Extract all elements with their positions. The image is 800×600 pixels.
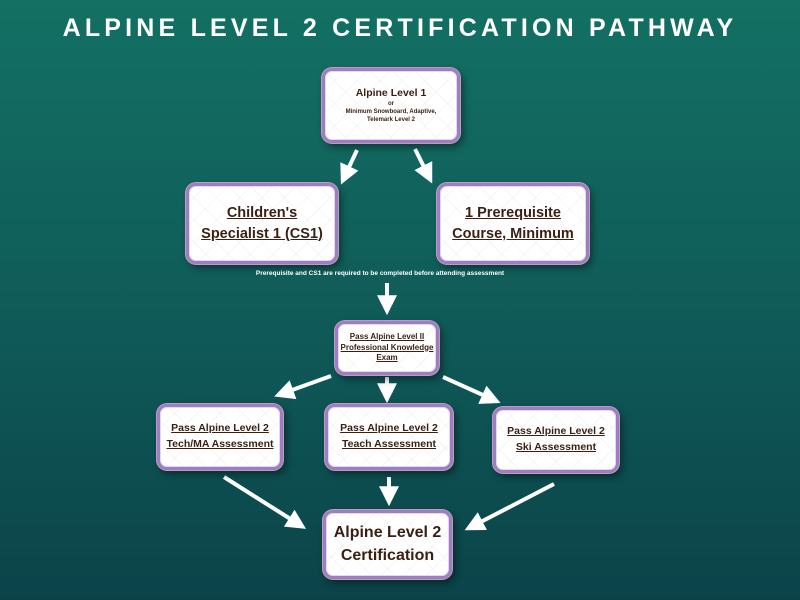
prerequisite-label-line1: 1 Prerequisite (465, 205, 561, 222)
start-alternative-line1: Minimum Snowboard, Adaptive, (345, 109, 437, 116)
arrow-start-to-cs1 (340, 149, 359, 185)
prerequisite-note: Prerequisite and CS1 are required to be … (255, 270, 505, 277)
teach-label-line1: Pass Alpine Level 2 (340, 422, 438, 435)
prerequisite-label-line2: Course, Minimum (452, 225, 574, 242)
exam-label-line3: Exam (376, 353, 398, 363)
tech-label-line2: Tech/MA Assessment (166, 438, 274, 450)
cs1-label-line1: Children's (226, 205, 298, 222)
certification-label-line1: Alpine Level 2 (333, 524, 442, 542)
ski-label-line1: Pass Alpine Level 2 (507, 425, 605, 438)
prerequisite-box: 1 Prerequisite Course, Minimum (437, 183, 589, 264)
tech-assessment-box: Pass Alpine Level 2 Tech/MA Assessment (157, 404, 283, 470)
exam-label-line2: Professional Knowledge (340, 342, 434, 352)
tech-label-line1: Pass Alpine Level 2 (171, 422, 269, 435)
exam-label-line1: Pass Alpine Level II (349, 331, 425, 341)
arrow-exam-to-ski (442, 375, 501, 404)
teach-label-line2: Teach Assessment (342, 438, 436, 450)
exam-box: Pass Alpine Level II Professional Knowle… (335, 321, 439, 375)
arrow-tech-to-cert (222, 475, 307, 529)
cs1-box: Children's Specialist 1 (CS1) (186, 183, 338, 264)
cs1-label-line2: Specialist 1 (CS1) (201, 225, 323, 242)
ski-assessment-box: Pass Alpine Level 2 Ski Assessment (493, 407, 619, 473)
arrow-exam-to-tech (274, 374, 332, 400)
certification-box: Alpine Level 2 Certification (323, 510, 452, 579)
start-label: Alpine Level 1 (355, 86, 427, 99)
ski-label-line2: Ski Assessment (515, 441, 597, 453)
start-alternative-line2: Telemark Level 2 (367, 117, 415, 124)
start-or-label: or (388, 100, 394, 107)
teach-assessment-box: Pass Alpine Level 2 Teach Assessment (325, 404, 453, 470)
arrow-start-to-prereq (413, 148, 433, 184)
certification-label-line2: Certification (340, 546, 435, 564)
arrow-ski-to-cert (464, 482, 555, 531)
page-title: ALPINE LEVEL 2 CERTIFICATION PATHWAY (62, 14, 738, 42)
start-box-alpine-level-1: Alpine Level 1 or Minimum Snowboard, Ada… (322, 68, 460, 143)
